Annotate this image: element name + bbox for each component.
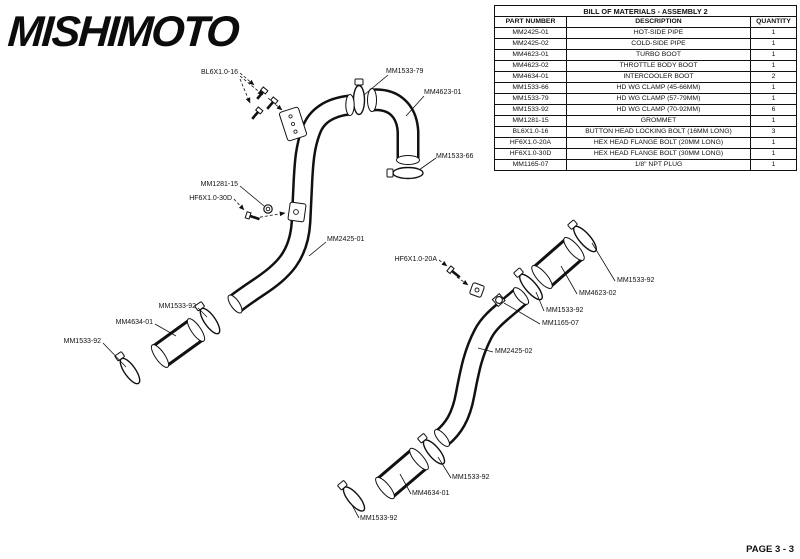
bom-qty: 1 (750, 159, 797, 172)
intercooler-boot (150, 318, 206, 368)
pipe-bracket (279, 106, 307, 142)
callout-mm1533-92-f: MM1533-92 (360, 515, 398, 522)
bom-qty: 1 (750, 115, 797, 128)
bom-qty: 1 (750, 82, 797, 95)
callout-mm4634-01-a: MM4634-01 (115, 319, 153, 326)
bom-title: BILL OF MATERIALS - ASSEMBLY 2 (494, 4, 797, 18)
button-head-bolt (251, 106, 264, 120)
callout-mm1533-66: MM1533-66 (436, 153, 474, 160)
bom-qty: 2 (750, 71, 797, 84)
callout-mm4623-02: MM4623-02 (579, 290, 617, 297)
page-number: PAGE 3 - 3 (746, 544, 794, 555)
intercooler-boot (375, 447, 429, 500)
npt-plug (491, 293, 506, 308)
callout-mm1533-92-b: MM1533-92 (63, 338, 101, 345)
bom-qty: 1 (750, 93, 797, 106)
bolt-tab (469, 282, 485, 298)
cold-side-pipe (434, 287, 530, 447)
clamp-mm1533-92 (417, 433, 446, 465)
grommet (263, 204, 273, 214)
hex-flange-bolt-20a (446, 265, 461, 279)
clamp-mm1533-92 (513, 267, 543, 301)
callout-mm2425-02: MM2425-02 (495, 348, 533, 355)
callout-mm1533-92-e: MM1533-92 (452, 474, 490, 481)
callout-bl6x1-0-16: BL6X1.0-16 (201, 69, 238, 76)
cold-side-assembly (337, 219, 597, 512)
turbo-boot (367, 88, 420, 165)
callout-mm1165-07: MM1165-07 (542, 320, 579, 327)
button-head-bolt (266, 96, 279, 110)
callout-hf6x1-0-30d: HF6X1.0-30D (189, 195, 232, 202)
grommet-bracket (287, 201, 307, 223)
callout-hf6x1-0-20a: HF6X1.0-20A (394, 256, 437, 263)
clamp-mm1533-92 (567, 219, 597, 253)
hot-side-assembly (114, 78, 424, 385)
callout-mm1533-92-d: MM1533-92 (546, 307, 584, 314)
clamp-mm1533-79 (352, 78, 366, 116)
callout-mm1533-79: MM1533-79 (386, 68, 424, 75)
hex-flange-bolt-30d (244, 211, 260, 221)
callout-mm1281-15: MM1281-15 (200, 181, 238, 188)
bom-qty: 1 (750, 60, 797, 73)
callout-mm1533-92-a: MM1533-92 (158, 303, 196, 310)
bom-qty: 6 (750, 104, 797, 117)
clamp-mm1533-92 (194, 301, 221, 335)
clamp-mm1533-66 (386, 166, 424, 180)
callout-mm1533-92-c: MM1533-92 (617, 277, 655, 284)
callout-mm4623-01: MM4623-01 (424, 89, 462, 96)
clamp-mm1533-92 (337, 480, 366, 512)
throttle-body-boot (531, 237, 585, 289)
callout-mm4634-01-b: MM4634-01 (412, 490, 450, 497)
bom-table: BILL OF MATERIALS - ASSEMBLY 2 PART NUMB… (494, 4, 797, 172)
callout-mm2425-01: MM2425-01 (327, 236, 365, 243)
leader-lines (102, 72, 616, 519)
clamp-mm1533-92 (114, 351, 141, 385)
